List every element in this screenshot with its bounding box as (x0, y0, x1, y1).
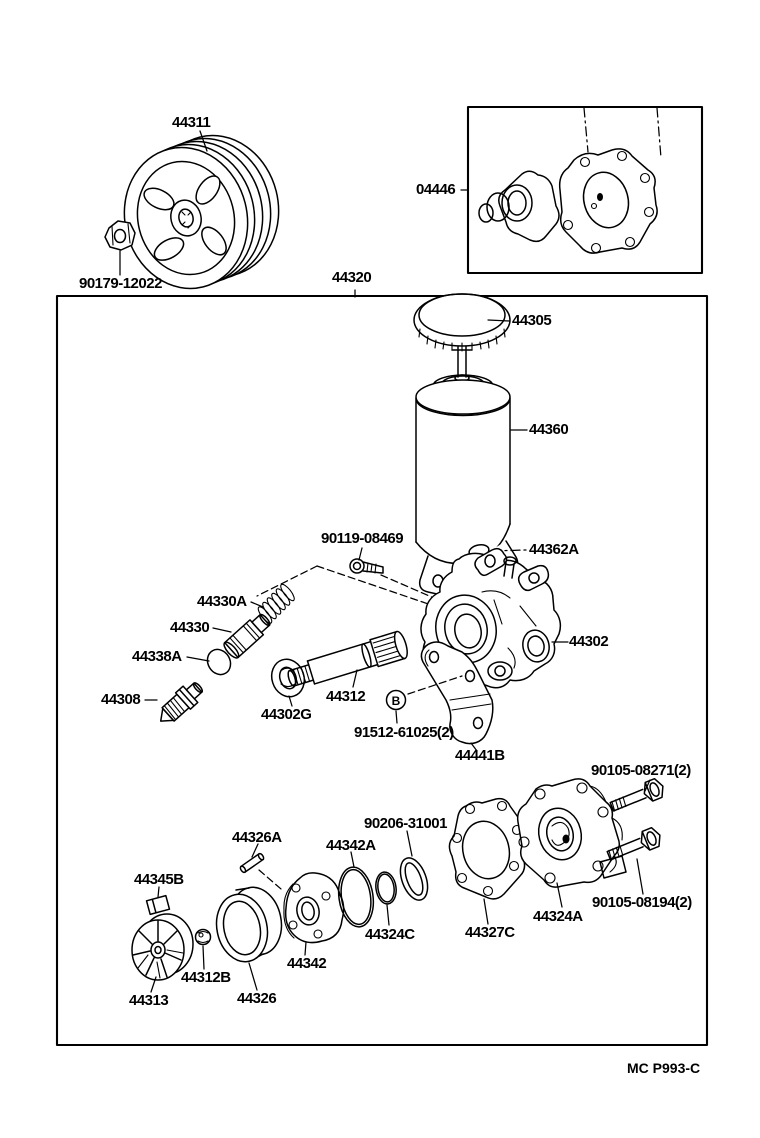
drawing-code: MC P993-C (627, 1060, 701, 1076)
rear-bracket-drawing (407, 641, 494, 745)
cover-bolt-upper-drawing (609, 777, 664, 812)
plate-gasket-drawing (448, 797, 526, 900)
reservoir-bolt-drawing (349, 558, 384, 574)
valve-oring-drawing (206, 648, 232, 676)
part-label-44326A: 44326A (232, 829, 282, 846)
part-label-90105-08194: 90105-08194(2) (592, 894, 692, 911)
part-label-44327C: 44327C (465, 924, 515, 941)
pump-shaft-drawing (287, 630, 408, 687)
rotor-drawing (131, 913, 194, 981)
part-label-44338A: 44338A (132, 648, 182, 665)
part-label-44302: 44302 (569, 633, 609, 650)
part-label-44324A: 44324A (533, 908, 583, 925)
key-44345b-drawing (145, 894, 171, 916)
part-label-44324C: 44324C (365, 926, 415, 943)
ball-drawing (194, 928, 212, 946)
part-label-44326: 44326 (237, 990, 277, 1007)
reservoir-cap-drawing (413, 293, 511, 382)
part-label-44311: 44311 (172, 114, 211, 131)
shaft-seal-drawing (399, 857, 429, 901)
part-label-90206-31001: 90206-31001 (364, 815, 447, 832)
part-label-44312B: 44312B (181, 969, 231, 986)
gasket-kit-box (466, 105, 704, 275)
part-label-44342A: 44342A (326, 837, 376, 854)
part-label-90119-08469: 90119-08469 (321, 530, 404, 547)
part-label-44302G: 44302G (261, 706, 312, 723)
part-label-44313: 44313 (129, 992, 169, 1009)
part-label-04446: 04446 (416, 181, 456, 198)
axis-dashed-lines (256, 565, 444, 890)
pulley-nut-drawing (104, 220, 136, 251)
part-label-44305: 44305 (512, 312, 552, 329)
bolt-b-symbol: B (392, 694, 401, 708)
part-label-90179-12022: 90179-12022 (79, 275, 162, 292)
part-label-90105-08271: 90105-08271(2) (591, 762, 691, 779)
main-assembly-box (55, 289, 709, 1047)
part-label-44308: 44308 (101, 691, 141, 708)
part-label-44330: 44330 (170, 619, 210, 636)
leader-lines (119, 130, 651, 993)
rear-housing-drawing (516, 778, 627, 888)
part-label-44342: 44342 (287, 955, 327, 972)
bracket-bolt-drawing: B (385, 689, 407, 711)
part-label-44441B: 44441B (455, 747, 505, 764)
cover-bolt-lower-drawing (606, 826, 661, 861)
valve-spring-drawing (257, 583, 295, 624)
flow-control-valve-drawing (223, 613, 271, 659)
cover-oring-drawing (337, 866, 375, 928)
cam-ring-drawing (215, 886, 283, 963)
part-label-44320: 44320 (332, 269, 372, 286)
pulley-drawing (123, 134, 280, 290)
part-label-91512-61025: 91512-61025(2) (354, 724, 454, 741)
side-plate-drawing (283, 872, 345, 944)
straight-pin-drawing (239, 852, 265, 874)
gasket-kit-drawing (478, 148, 658, 254)
part-label-44345B: 44345B (134, 871, 184, 888)
part-label-44330A: 44330A (197, 593, 247, 610)
part-label-44362A: 44362A (529, 541, 579, 558)
part-label-44312: 44312 (326, 688, 366, 705)
union-fitting-drawing (159, 682, 204, 722)
plate-oring-drawing (375, 871, 397, 905)
part-label-44360: 44360 (529, 421, 569, 438)
